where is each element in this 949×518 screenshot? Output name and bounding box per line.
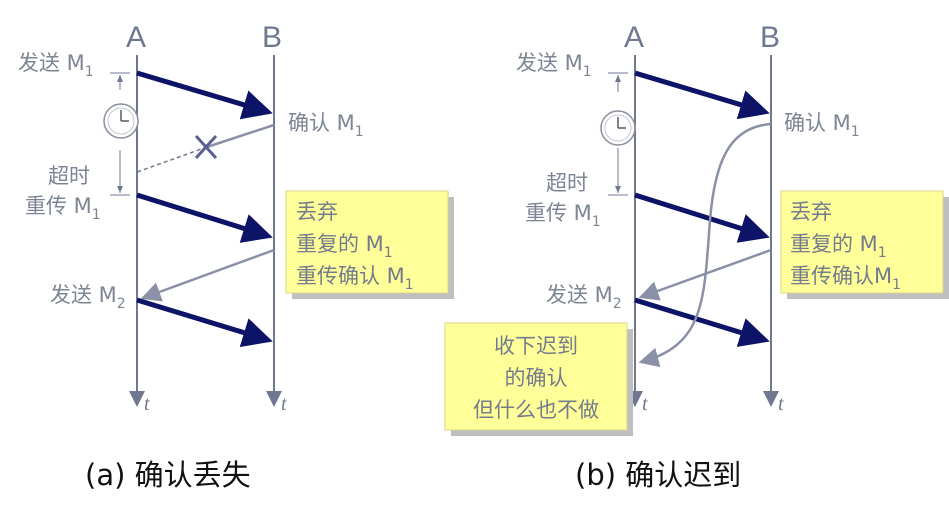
caption-a: (a) 确认丢失 [85,458,251,492]
timeout-label: 超时 [546,171,588,195]
data-arrow-m2 [634,297,770,347]
ack-arrow-retransmit [140,248,275,302]
note-line3: 重传确认M1 [790,264,901,293]
time-label-b: t [281,393,287,415]
ack-m1-label: 确认 M1 [288,111,364,140]
host-b-label: B [760,21,780,54]
late-note-line1: 收下迟到 [494,334,578,358]
ack-m1-label: 确认 M1 [784,111,860,140]
host-b-label: B [262,21,282,54]
ack-arrow-delayed [638,122,772,368]
time-label-b: t [778,393,784,415]
data-arrow-m1 [634,70,770,120]
panel-a: A B t t 发送 M1 确认 M1 超时 重传 M1 发送 M2 [18,21,454,492]
late-note-line2: 的确认 [505,366,568,390]
discard-note [780,190,944,294]
note-line1: 丢弃 [790,200,832,224]
clock-icon [103,103,139,139]
discard-note [285,190,449,294]
lost-x-icon [194,134,218,160]
note-line3: 重传确认 M1 [296,264,414,293]
ack-arrow-lost [206,123,275,149]
ack-lost-path [136,146,208,173]
timeout-label: 超时 [48,164,90,188]
ack-arrow-retransmit [638,248,772,301]
send-m1-label: 发送 M1 [18,51,94,80]
late-ack-note [444,322,628,431]
panel-b: A B t t 发送 M1 确认 M1 超时 重传 M1 发送 M2 丢弃 重复… [444,21,949,492]
send-m2-label: 发送 M2 [546,283,622,312]
clock-icon [600,110,636,146]
note-line2: 重复的 M1 [790,232,887,261]
caption-b: (b) 确认迟到 [575,458,741,492]
host-a-label: A [126,21,146,54]
data-arrow-m1 [136,70,273,120]
send-m2-label: 发送 M2 [50,283,126,312]
host-a-label: A [624,21,644,54]
data-arrow-m1-retransmit [634,192,770,243]
note-line1: 丢弃 [296,200,338,224]
retransmit-m1-label: 重传 M1 [525,201,601,230]
send-m1-label: 发送 M1 [516,51,592,80]
data-arrow-m1-retransmit [136,192,273,243]
data-arrow-m2 [136,297,273,348]
late-note-line3: 但什么也不做 [473,398,599,422]
time-label-a: t [144,393,150,415]
note-line2: 重复的 M1 [296,232,393,261]
retransmit-m1-label: 重传 M1 [25,194,101,223]
time-label-a: t [642,393,648,415]
